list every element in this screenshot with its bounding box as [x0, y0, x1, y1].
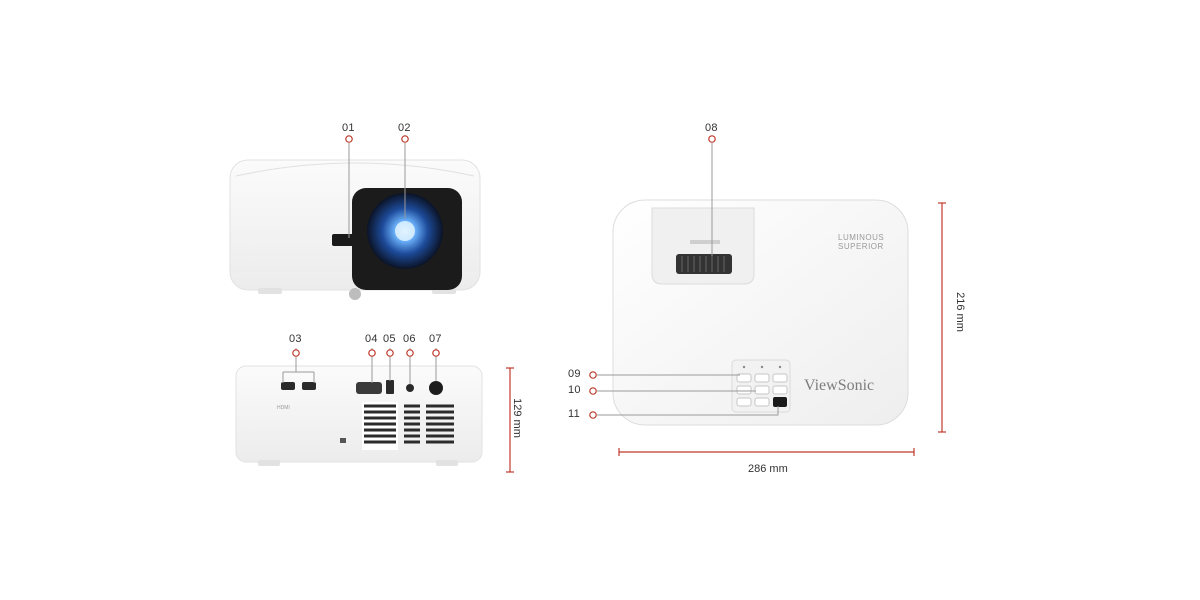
callout-label-06: 06 — [403, 333, 416, 345]
power-socket — [429, 381, 443, 395]
hdmi-port-2 — [302, 382, 316, 390]
rear-view — [235, 365, 483, 466]
callout-label-03: 03 — [289, 333, 302, 345]
vga-port — [356, 382, 382, 394]
hdmi-port-1 — [281, 382, 295, 390]
callout-marker-09 — [589, 371, 597, 379]
rear-foot-left — [258, 460, 280, 466]
brand-logo: ViewSonic — [804, 377, 875, 394]
callout-leaders — [282, 143, 779, 416]
rear-vent — [362, 402, 454, 450]
callout-marker-11 — [589, 411, 597, 419]
callout-label-04: 04 — [365, 333, 378, 345]
callout-label-07: 07 — [429, 333, 442, 345]
callout-marker-06 — [406, 349, 414, 357]
hdmi-port-label: HDMI — [277, 405, 290, 411]
front-center-foot — [349, 288, 361, 300]
front-view — [229, 159, 481, 300]
width-dimension-label: 286 mm — [748, 463, 788, 475]
top-view — [612, 199, 909, 426]
callout-marker-05 — [386, 349, 394, 357]
callout-marker-02 — [401, 135, 409, 143]
callout-marker-07 — [432, 349, 440, 357]
led-1 — [742, 365, 746, 369]
callout-marker-03 — [292, 349, 300, 357]
led-2 — [760, 365, 764, 369]
callout-marker-04 — [368, 349, 376, 357]
depth-dimension-label: 216 mm — [953, 292, 966, 332]
badge-line-2: SUPERIOR — [838, 242, 884, 251]
callout-markers — [292, 135, 716, 419]
callout-marker-10 — [589, 387, 597, 395]
rear-body — [235, 365, 483, 463]
front-foot-left — [258, 288, 282, 294]
callout-label-08: 08 — [705, 122, 718, 134]
zoom-scale — [690, 240, 720, 244]
callout-label-02: 02 — [398, 122, 411, 134]
rear-foot-right — [436, 460, 458, 466]
callout-marker-01 — [345, 135, 353, 143]
callout-label-09: 09 — [568, 368, 581, 380]
callout-label-05: 05 — [383, 333, 396, 345]
kensington-slot — [340, 438, 346, 443]
usb-port — [386, 380, 394, 394]
control-keypad — [731, 359, 791, 413]
power-key — [773, 397, 787, 407]
callout-label-10: 10 — [568, 384, 581, 396]
front-top-ridge — [235, 162, 475, 177]
audio-out-port — [406, 384, 414, 392]
badge-line-1: LUMINOUS — [838, 233, 885, 242]
led-3 — [778, 365, 782, 369]
callout-marker-08 — [708, 135, 716, 143]
dimension-lines — [506, 202, 946, 473]
callout-label-11: 11 — [568, 408, 581, 420]
height-dimension-label: 129 mm — [510, 398, 523, 438]
callout-label-01: 01 — [342, 122, 355, 134]
